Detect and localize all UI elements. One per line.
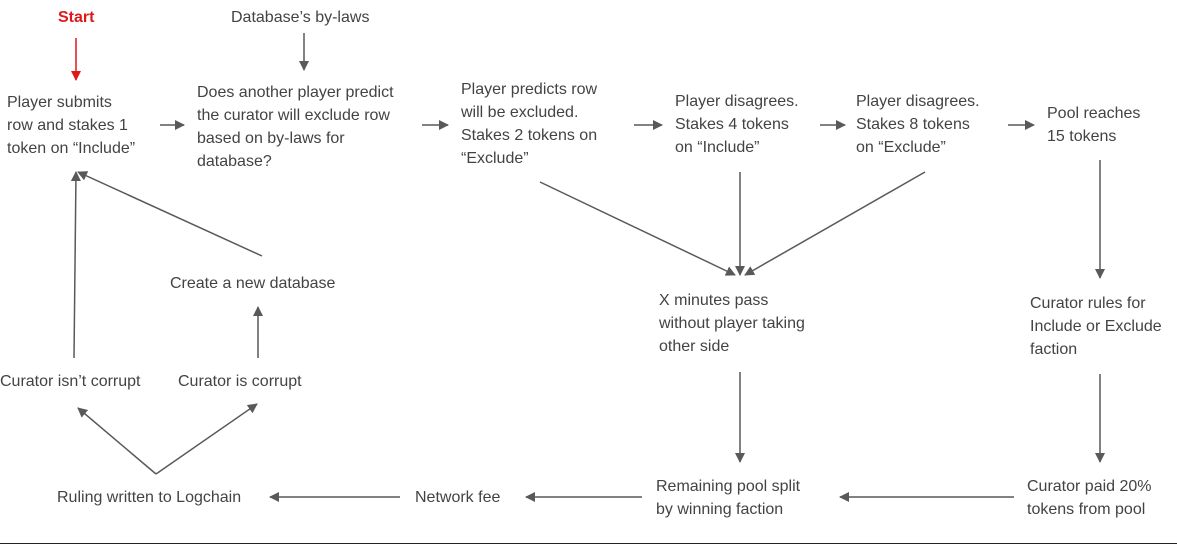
disagree4-line-3: on “Include” xyxy=(675,139,760,156)
bylaws-node: Database’s by-laws xyxy=(231,9,370,26)
arrow-ruling-to-corrupt xyxy=(155,403,258,475)
disagree4-line-1: Player disagrees. xyxy=(675,93,799,110)
disagree8-line-3: on “Exclude” xyxy=(856,139,946,156)
exclude-line-2: will be excluded. xyxy=(461,104,579,121)
disagree8-node: Player disagrees. Stakes 8 tokens on “Ex… xyxy=(856,90,980,159)
x-minutes-line-1: X minutes pass xyxy=(659,292,769,309)
predict-question-line-1: Does another player predict xyxy=(197,84,394,101)
predict-question-line-2: the curator will exclude row xyxy=(197,107,390,124)
disagree8-line-2: Stakes 8 tokens xyxy=(856,116,970,133)
arrow-new-db-to-submit xyxy=(77,171,263,257)
predict-question-node: Does another player predict the curator … xyxy=(197,81,394,173)
exclude-line-3: Stakes 2 tokens on xyxy=(461,127,598,144)
pool-node: Pool reaches 15 tokens xyxy=(1047,102,1140,148)
curator-rules-line-2: Include or Exclude xyxy=(1030,318,1162,335)
exclude-line-1: Player predicts row xyxy=(461,81,598,98)
exclude-node: Player predicts row will be excluded. St… xyxy=(461,78,597,170)
submit-line-3: token on “Include” xyxy=(7,140,136,157)
new-database-node: Create a new database xyxy=(170,275,336,292)
predict-question-line-4: database? xyxy=(197,153,272,170)
pool-split-line-2: by winning faction xyxy=(656,501,784,518)
submit-node: Player submits row and stakes 1 token on… xyxy=(7,91,135,160)
disagree8-line-1: Player disagrees. xyxy=(856,93,980,110)
curator-rules-line-3: faction xyxy=(1030,341,1078,358)
curator-not-corrupt-node: Curator isn’t corrupt xyxy=(0,373,141,390)
curator-corrupt-node: Curator is corrupt xyxy=(178,373,302,390)
pool-split-node: Remaining pool split by winning faction xyxy=(656,475,800,521)
pool-line-2: 15 tokens xyxy=(1047,128,1117,145)
submit-line-2: row and stakes 1 xyxy=(7,117,128,134)
pool-split-line-1: Remaining pool split xyxy=(656,478,801,495)
curator-paid-line-2: tokens from pool xyxy=(1027,501,1146,518)
x-minutes-node: X minutes pass without player taking oth… xyxy=(659,289,805,358)
arrow-not-corrupt-to-submit xyxy=(70,171,81,359)
curator-paid-line-1: Curator paid 20% xyxy=(1027,478,1152,495)
curator-rules-node: Curator rules for Include or Exclude fac… xyxy=(1030,292,1162,361)
exclude-line-4: “Exclude” xyxy=(461,150,529,167)
pool-line-1: Pool reaches xyxy=(1047,105,1141,122)
curator-paid-node: Curator paid 20% tokens from pool xyxy=(1027,475,1152,521)
start-label: Start xyxy=(58,9,95,26)
arrow-exclude-to-xmin xyxy=(539,181,736,276)
disagree4-node: Player disagrees. Stakes 4 tokens on “In… xyxy=(675,90,799,159)
arrow-ruling-to-not-corrupt xyxy=(77,407,157,475)
submit-line-1: Player submits xyxy=(7,94,112,111)
network-fee-node: Network fee xyxy=(415,489,501,506)
x-minutes-line-2: without player taking xyxy=(659,315,805,332)
disagree4-line-2: Stakes 4 tokens xyxy=(675,116,789,133)
curator-rules-line-1: Curator rules for xyxy=(1030,295,1146,312)
predict-question-line-3: based on by-laws for xyxy=(197,130,345,147)
arrow-disagree8-to-xmin xyxy=(744,171,926,276)
ruling-node: Ruling written to Logchain xyxy=(57,489,242,506)
x-minutes-line-3: other side xyxy=(659,338,730,355)
bottom-divider xyxy=(0,543,1177,544)
